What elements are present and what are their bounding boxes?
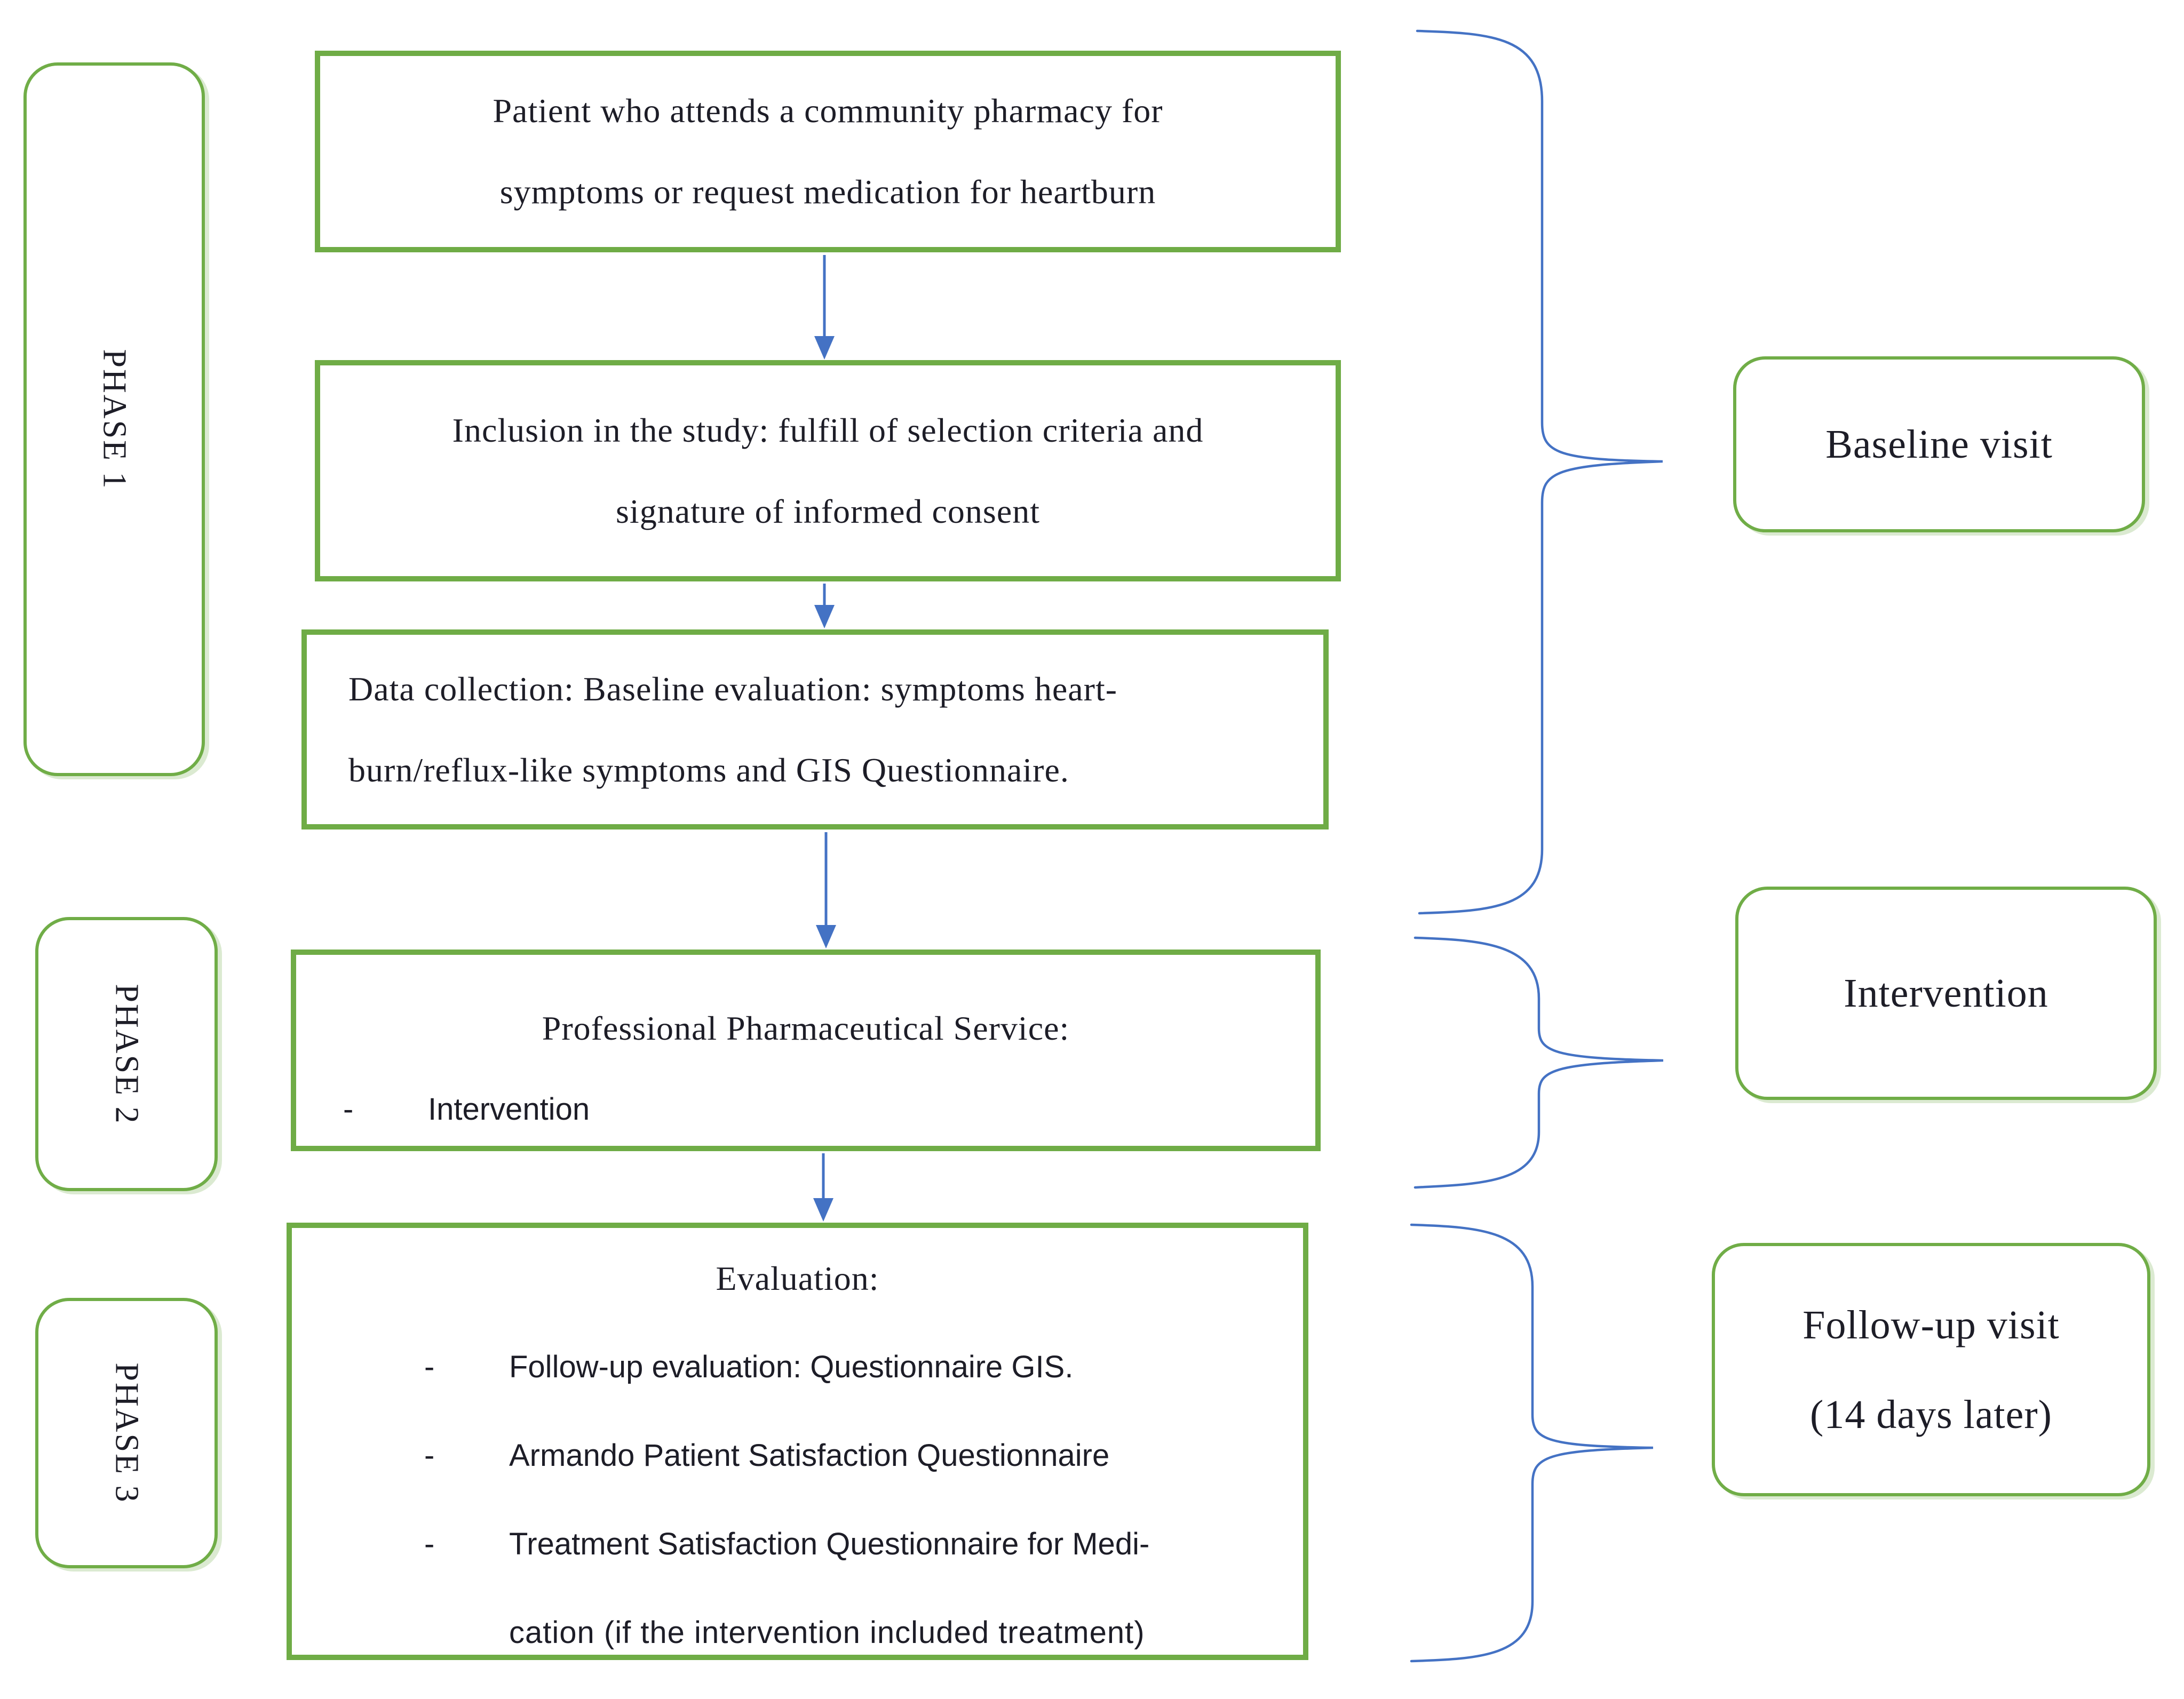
annotation-box-baseline-visit: Baseline visit	[1733, 356, 2145, 532]
down-arrow-3	[816, 832, 836, 948]
bullet-dash: -	[424, 1350, 435, 1384]
phase-3-label: PHASE 3	[108, 1362, 145, 1504]
baseline-visit-label: Baseline visit	[1825, 422, 2053, 467]
down-arrow-4	[813, 1153, 833, 1222]
bullet-dash: -	[424, 1438, 435, 1473]
brace-follow-up	[1410, 1223, 1654, 1663]
evaluation-bullet-1: - Follow-up evaluation: Questionnaire GI…	[424, 1323, 1303, 1411]
annotation-box-intervention: Intervention	[1735, 887, 2157, 1100]
pharmaceutical-service-bullet-text: Intervention	[428, 1092, 590, 1127]
recruitment-line-1: Patient who attends a community pharmacy…	[493, 92, 1163, 130]
down-arrow-1	[814, 255, 835, 360]
evaluation-bullet-2-text: Armando Patient Satisfaction Questionnai…	[509, 1438, 1110, 1473]
flow-box-recruitment: Patient who attends a community pharmacy…	[315, 51, 1341, 252]
inclusion-line-1: Inclusion in the study: fulfill of selec…	[452, 411, 1204, 449]
follow-up-label: Follow-up visit	[1802, 1302, 2060, 1347]
annotation-box-follow-up: Follow-up visit (14 days later)	[1712, 1243, 2150, 1496]
pharmaceutical-service-title: Professional Pharmaceutical Service:	[542, 1009, 1070, 1047]
phase-1-box: PHASE 1	[23, 62, 205, 776]
evaluation-bullet-1-text: Follow-up evaluation: Questionnaire GIS.	[509, 1350, 1074, 1384]
brace-intervention	[1413, 936, 1664, 1189]
bullet-dash: -	[424, 1527, 435, 1561]
flow-box-inclusion: Inclusion in the study: fulfill of selec…	[315, 360, 1341, 581]
brace-baseline-visit	[1416, 29, 1663, 915]
evaluation-bullet-3: - Treatment Satisfaction Questionnaire f…	[424, 1500, 1303, 1589]
flow-box-evaluation: Evaluation: - Follow-up evaluation: Ques…	[287, 1223, 1308, 1660]
phase-1-label: PHASE 1	[96, 349, 133, 490]
evaluation-bullet-2: - Armando Patient Satisfaction Questionn…	[424, 1411, 1303, 1500]
bullet-dash: -	[343, 1092, 354, 1127]
flow-box-data-collection: Data collection: Baseline evaluation: sy…	[301, 629, 1329, 829]
phase-2-box: PHASE 2	[35, 917, 218, 1191]
data-collection-line-1: Data collection: Baseline evaluation: sy…	[348, 669, 1118, 708]
phase-3-box: PHASE 3	[35, 1298, 218, 1568]
follow-up-sublabel: (14 days later)	[1810, 1392, 2052, 1437]
down-arrow-2	[814, 584, 835, 628]
data-collection-line-2: burn/reflux-like symptoms and GIS Questi…	[348, 751, 1069, 789]
evaluation-bullet-3-text: Treatment Satisfaction Questionnaire for…	[509, 1527, 1150, 1561]
pharmaceutical-service-bullet: - Intervention	[343, 1069, 1315, 1150]
evaluation-bullet-3-continuation: cation (if the intervention included tre…	[509, 1615, 1145, 1650]
evaluation-title: Evaluation:	[716, 1259, 879, 1297]
inclusion-line-2: signature of informed consent	[616, 492, 1040, 530]
phase-2-label: PHASE 2	[108, 984, 145, 1124]
recruitment-line-2: symptoms or request medication for heart…	[499, 173, 1156, 211]
flow-box-pharmaceutical-service: Professional Pharmaceutical Service: - I…	[291, 950, 1321, 1151]
intervention-label: Intervention	[1844, 971, 2048, 1016]
